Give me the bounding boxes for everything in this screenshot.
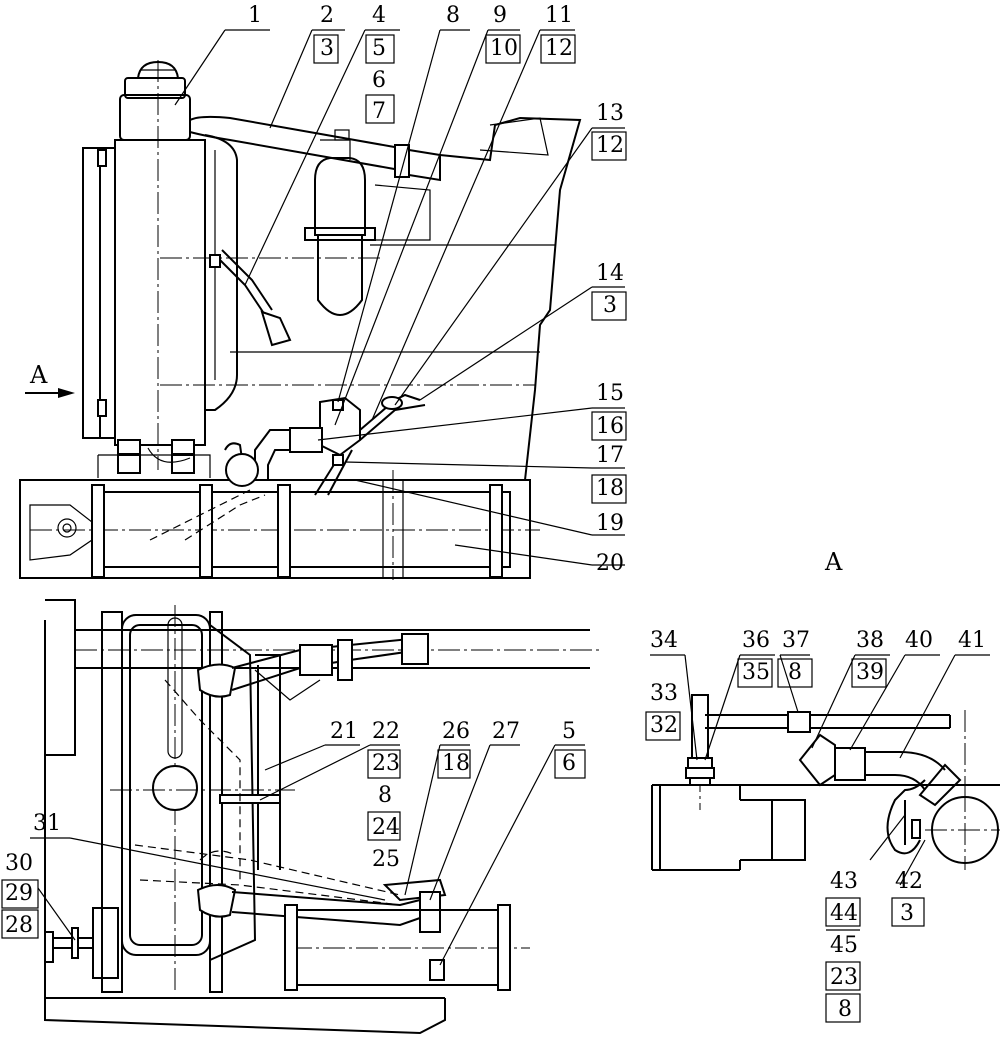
label-15: 15 — [596, 381, 624, 406]
label-14: 14 — [596, 261, 624, 286]
label-28: 28 — [5, 913, 33, 938]
label-18: 18 — [596, 476, 624, 501]
label-24: 24 — [372, 815, 400, 840]
label-8d: 8 — [838, 997, 852, 1022]
label-42: 42 — [895, 869, 923, 894]
label-31: 31 — [33, 811, 61, 836]
label-10: 10 — [490, 36, 518, 61]
label-7: 7 — [372, 99, 386, 124]
label-45: 45 — [830, 933, 858, 958]
label-40: 40 — [905, 628, 933, 653]
label-22: 22 — [372, 719, 400, 744]
label-13: 13 — [596, 101, 624, 126]
bottom-view — [44, 599, 600, 1035]
label-38: 38 — [856, 628, 884, 653]
label-43: 43 — [830, 869, 858, 894]
label-3c: 3 — [900, 901, 914, 926]
upper-hose — [189, 115, 401, 172]
label-6: 6 — [372, 68, 386, 93]
label-17: 17 — [596, 443, 624, 468]
label-9: 9 — [493, 3, 507, 28]
label-39: 39 — [856, 660, 884, 685]
label-23b: 23 — [830, 965, 858, 990]
label-5: 5 — [372, 36, 386, 61]
label-8: 8 — [446, 3, 460, 28]
label-27: 27 — [492, 719, 520, 744]
radiator — [114, 139, 206, 446]
label-41: 41 — [958, 628, 986, 653]
label-1: 1 — [248, 3, 262, 28]
label-23: 23 — [372, 751, 400, 776]
label-26: 26 — [442, 719, 470, 744]
expansion-tank — [119, 94, 191, 141]
view-a-leaders — [650, 654, 990, 886]
label-4: 4 — [372, 3, 386, 28]
label-44: 44 — [830, 901, 858, 926]
engine — [439, 116, 582, 481]
label-19: 19 — [596, 511, 624, 536]
label-5b: 5 — [562, 719, 576, 744]
label-36: 36 — [742, 628, 770, 653]
part-labels: 1 2 3 4 5 6 7 8 9 10 11 12 13 12 14 3 15… — [1, 3, 986, 1023]
label-33: 33 — [650, 681, 678, 706]
label-12b: 12 — [596, 133, 624, 158]
label-11: 11 — [545, 3, 573, 28]
label-6b: 6 — [562, 751, 576, 776]
label-3: 3 — [320, 36, 334, 61]
label-34: 34 — [650, 628, 678, 653]
bottom-leaders — [30, 744, 585, 966]
label-37: 37 — [782, 628, 810, 653]
label-16: 16 — [596, 414, 624, 439]
top-leaders — [174, 29, 625, 566]
view-a: A — [651, 548, 1000, 871]
view-arrow-label: A — [29, 361, 48, 389]
label-29: 29 — [5, 881, 33, 906]
label-25: 25 — [372, 847, 400, 872]
label-30: 30 — [5, 851, 33, 876]
label-21: 21 — [330, 719, 358, 744]
label-20: 20 — [596, 551, 624, 576]
label-35: 35 — [742, 660, 770, 685]
label-8c: 8 — [788, 660, 802, 685]
label-32: 32 — [650, 713, 678, 738]
top-view: A — [19, 60, 582, 580]
label-3b: 3 — [603, 293, 617, 318]
label-2: 2 — [320, 3, 334, 28]
label-8b: 8 — [378, 783, 392, 808]
label-12: 12 — [545, 36, 573, 61]
view-a-title: A — [824, 548, 843, 576]
label-18b: 18 — [442, 751, 470, 776]
